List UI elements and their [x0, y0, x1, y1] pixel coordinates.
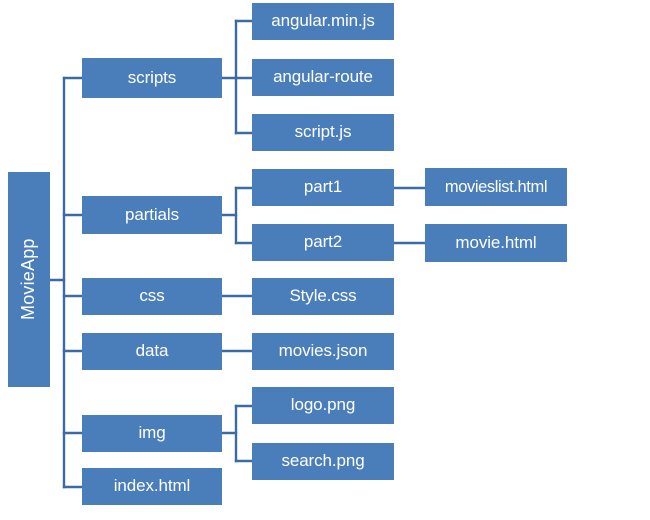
node-movies-json[interactable]: movies.json [252, 333, 394, 370]
node-style-css[interactable]: Style.css [252, 278, 394, 315]
node-css[interactable]: css [82, 278, 222, 315]
node-index-html[interactable]: index.html [82, 468, 222, 505]
node-part2[interactable]: part2 [252, 224, 394, 261]
node-logo-png[interactable]: logo.png [252, 387, 394, 424]
node-img[interactable]: img [82, 415, 222, 452]
node-data[interactable]: data [82, 333, 222, 370]
node-scripts[interactable]: scripts [82, 58, 222, 98]
node-angular-route[interactable]: angular-route [252, 59, 394, 96]
node-partials[interactable]: partials [82, 196, 222, 234]
node-angular-min-js[interactable]: angular.min.js [252, 3, 394, 40]
node-movie-html[interactable]: movie.html [425, 224, 567, 262]
node-movieapp[interactable]: MovieApp [8, 172, 50, 387]
node-search-png[interactable]: search.png [252, 443, 394, 480]
node-part1[interactable]: part1 [252, 169, 394, 206]
node-script-js[interactable]: script.js [252, 114, 394, 151]
node-movieslist-html[interactable]: movieslist.html [425, 168, 567, 206]
